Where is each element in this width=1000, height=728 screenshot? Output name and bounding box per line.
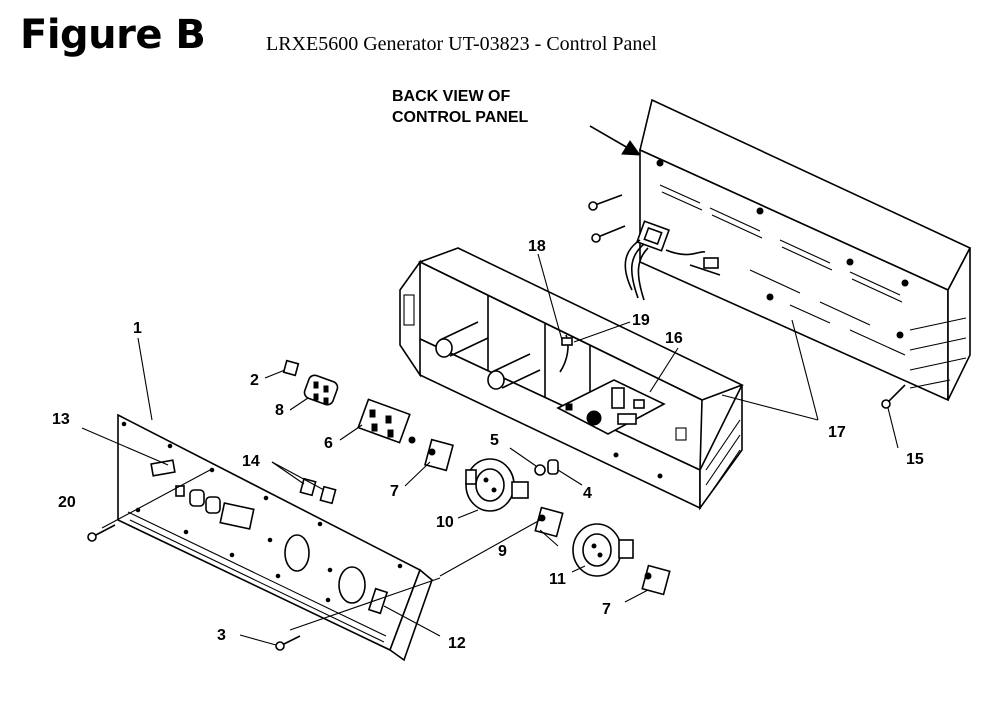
- part-2-clip: [282, 359, 300, 377]
- back-view-line-1: BACK VIEW OF: [392, 88, 511, 105]
- callout-19: 19: [632, 312, 650, 329]
- callout-2: 2: [250, 372, 259, 389]
- control-panel-back-view: [588, 98, 972, 409]
- callout-7-lower: 7: [602, 601, 611, 618]
- callout-6: 6: [324, 435, 333, 452]
- part-11-locking-receptacle: [572, 523, 634, 577]
- part-6-duplex-receptacle: [357, 398, 416, 444]
- callout-5: 5: [490, 432, 499, 449]
- callout-20: 20: [58, 494, 76, 511]
- callout-10: 10: [436, 514, 454, 531]
- part-20-screw: [87, 524, 116, 542]
- circuit-board-16: [556, 379, 666, 435]
- diagram-title: LRXE5600 Generator UT-03823 - Control Pa…: [266, 33, 657, 55]
- panel-cutout-b: [189, 489, 205, 507]
- callout-11: 11: [549, 571, 566, 588]
- screw-15: [881, 384, 906, 409]
- back-view-arrow: [589, 125, 629, 149]
- callout-7-upper: 7: [390, 483, 399, 500]
- part-7-breaker-lower: [641, 564, 671, 596]
- part-9-breaker: [534, 506, 564, 538]
- part-8-outlet: [303, 374, 339, 406]
- back-view-arrowhead: [621, 140, 642, 156]
- panel-slot-12: [367, 587, 389, 615]
- panel-cutout-c: [205, 496, 221, 514]
- panel-window: [219, 502, 255, 530]
- callout-9: 9: [498, 543, 507, 560]
- back-screw-left-upper: [588, 194, 623, 211]
- back-screw-left-lower: [591, 225, 626, 243]
- back-view-annotation: BACK VIEW OF CONTROL PANEL: [392, 86, 528, 128]
- part-3-screw: [275, 635, 301, 651]
- front-panel-1: [117, 413, 433, 662]
- part-10-locking-receptacle: [465, 458, 529, 512]
- panel-outlet-hole-2: [338, 566, 366, 604]
- part-7-breaker-upper: [424, 438, 454, 472]
- control-box-tray: [399, 247, 745, 511]
- part-5-nut: [534, 464, 546, 476]
- part-4-bushing: [547, 459, 559, 475]
- callout-16: 16: [665, 330, 683, 347]
- part-14-switches: [299, 477, 337, 505]
- tray-cylinder-2: [487, 353, 541, 390]
- tray-cylinder-1: [435, 321, 489, 358]
- front-panel-plate: [117, 413, 421, 652]
- wiring-harness: [624, 220, 721, 301]
- tray-left-end: [399, 259, 421, 378]
- callout-13: 13: [52, 411, 70, 428]
- callout-8: 8: [275, 402, 284, 419]
- leader-lines: [81, 253, 899, 646]
- callout-12: 12: [448, 635, 466, 652]
- panel-back-end: [947, 247, 971, 401]
- callout-17: 17: [828, 424, 846, 441]
- callout-4: 4: [583, 485, 592, 502]
- front-panel-edge: [389, 568, 433, 662]
- panel-outlet-hole-1: [284, 534, 310, 572]
- figure-label: Figure B: [20, 12, 206, 58]
- callout-labels: 1 2 3 4 5 6 7 7 8 9 10 11 12 13 14 15 16…: [52, 238, 924, 652]
- callout-14: 14: [242, 453, 260, 470]
- callout-3: 3: [217, 627, 226, 644]
- back-view-line-2: CONTROL PANEL: [392, 109, 529, 126]
- callout-1: 1: [133, 320, 142, 337]
- callout-15: 15: [906, 451, 924, 468]
- connector-19: [561, 337, 573, 346]
- callout-18: 18: [528, 238, 546, 255]
- tray-right-end: [699, 384, 743, 511]
